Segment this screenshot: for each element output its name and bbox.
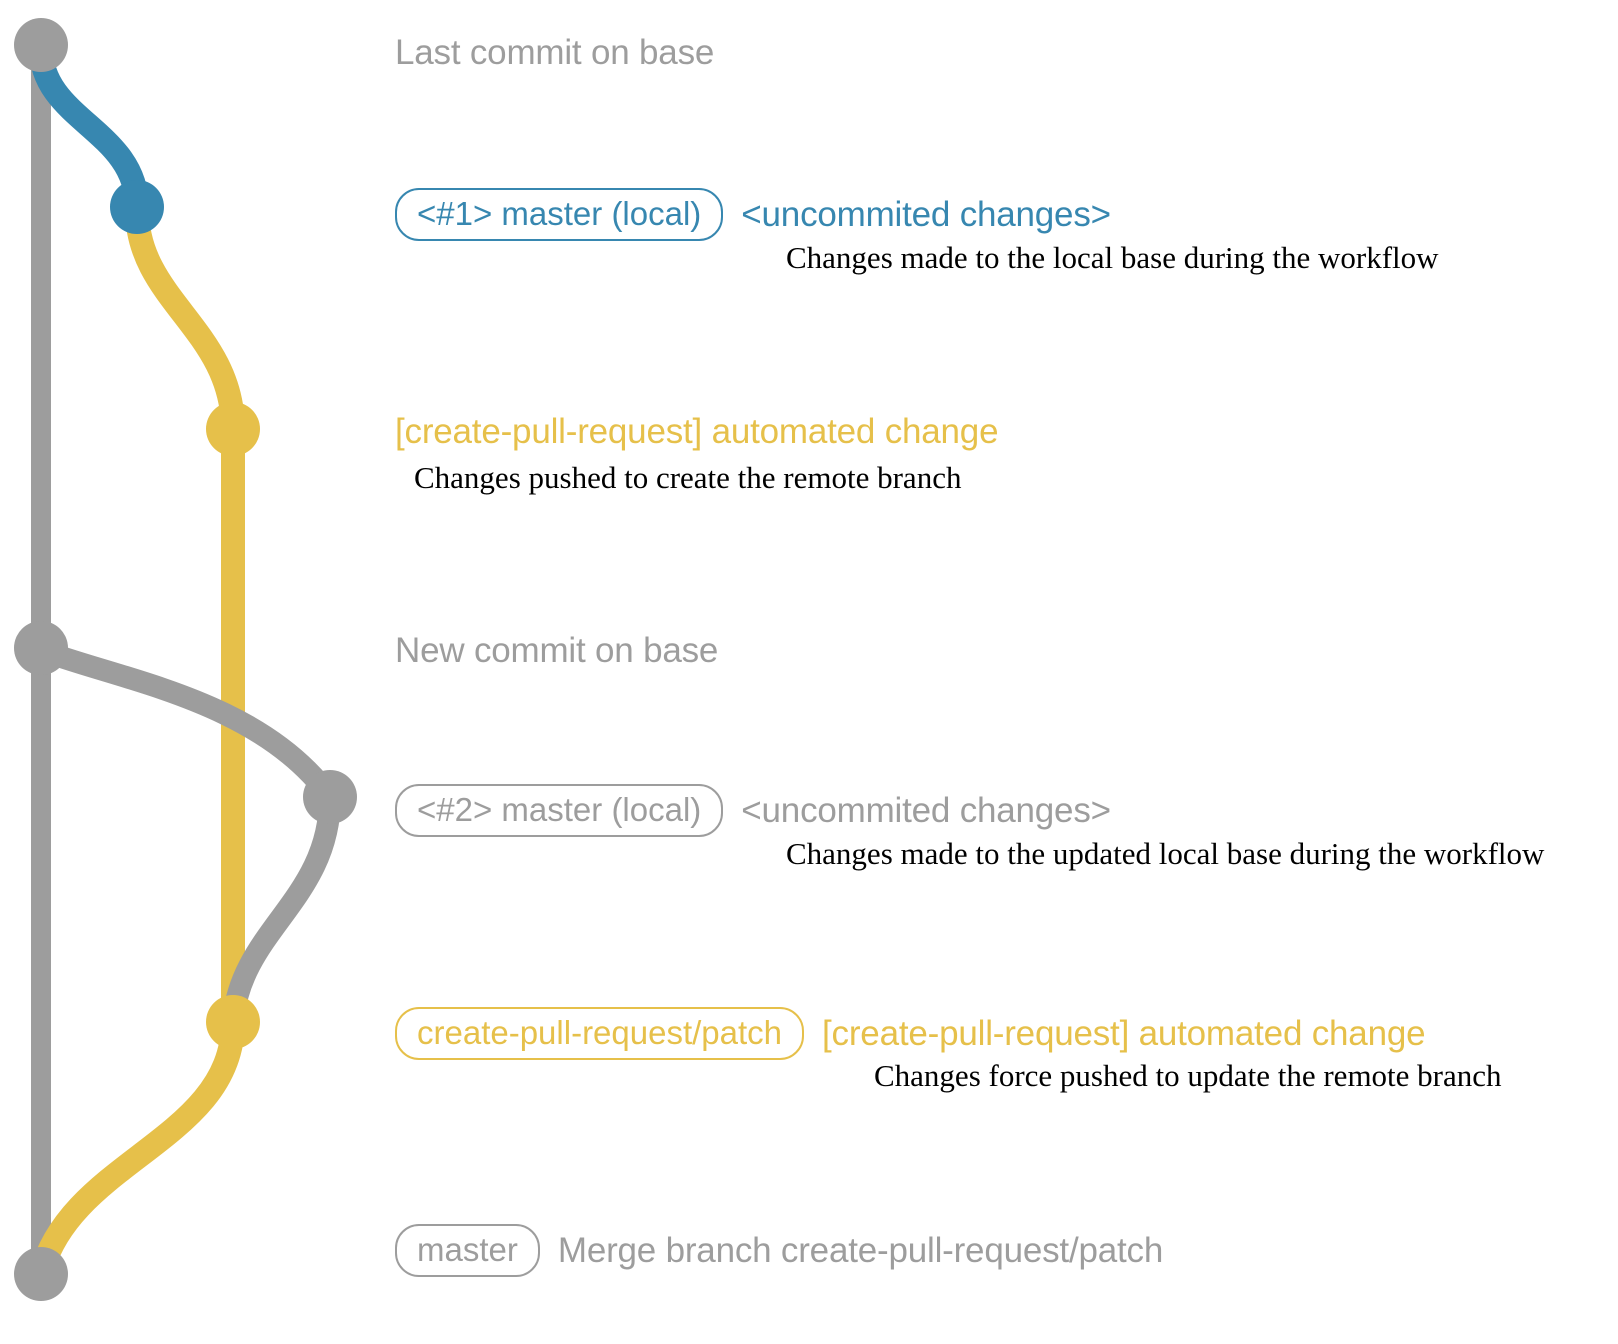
commit-subject: <uncommited changes> — [741, 790, 1111, 830]
commit-row-last-commit-on-base: Last commit on base — [395, 33, 714, 73]
node-patch-2[interactable] — [206, 995, 260, 1049]
commit-subject: New commit on base — [395, 631, 719, 670]
commit-row-merge-commit: master Merge branch create-pull-request/… — [395, 1224, 1163, 1277]
branch-badge-create-pull-request-patch[interactable]: create-pull-request/patch — [395, 1007, 805, 1060]
commit-subject: [create-pull-request] automated change — [395, 412, 999, 451]
node-local-1[interactable] — [110, 180, 164, 234]
commit-description-master-local-1: Changes made to the local base during th… — [786, 240, 1439, 275]
edge-basenew-to-local2 — [30, 639, 341, 808]
commit-description-automated-change-1: Changes pushed to create the remote bran… — [414, 460, 962, 495]
edge-local1-to-patch1 — [125, 198, 245, 441]
commit-row-master-local-1: <#1> master (local) <uncommited changes> — [395, 188, 1111, 241]
commit-row-automated-change-1: [create-pull-request] automated change — [395, 412, 999, 452]
node-local-2[interactable] — [303, 770, 357, 824]
node-base-new[interactable] — [14, 621, 68, 675]
commit-subject: Last commit on base — [395, 33, 715, 72]
edge-patch2-to-master — [29, 1010, 245, 1286]
git-graph — [14, 18, 357, 1301]
branch-badge-master[interactable]: master — [395, 1224, 540, 1277]
commit-row-master-local-2: <#2> master (local) <uncommited changes> — [395, 784, 1111, 837]
commit-row-new-commit-on-base: New commit on base — [395, 631, 718, 671]
commit-subject: [create-pull-request] automated change — [822, 1013, 1426, 1053]
branch-badge-master-local-2[interactable]: <#2> master (local) — [395, 784, 724, 837]
commit-description-automated-change-2: Changes force pushed to update the remot… — [874, 1058, 1502, 1093]
node-base-top[interactable] — [14, 18, 68, 72]
commit-subject: <uncommited changes> — [741, 194, 1111, 234]
commit-description-master-local-2: Changes made to the updated local base d… — [786, 836, 1545, 871]
edge-local2-to-patch2 — [222, 786, 341, 1033]
commit-subject: Merge branch create-pull-request/patch — [557, 1230, 1164, 1270]
commit-row-automated-change-2: create-pull-request/patch [create-pull-r… — [395, 1007, 1426, 1060]
branch-badge-master-local-1[interactable]: <#1> master (local) — [395, 188, 724, 241]
node-patch-1[interactable] — [206, 402, 260, 456]
node-master-merge[interactable] — [14, 1247, 68, 1301]
